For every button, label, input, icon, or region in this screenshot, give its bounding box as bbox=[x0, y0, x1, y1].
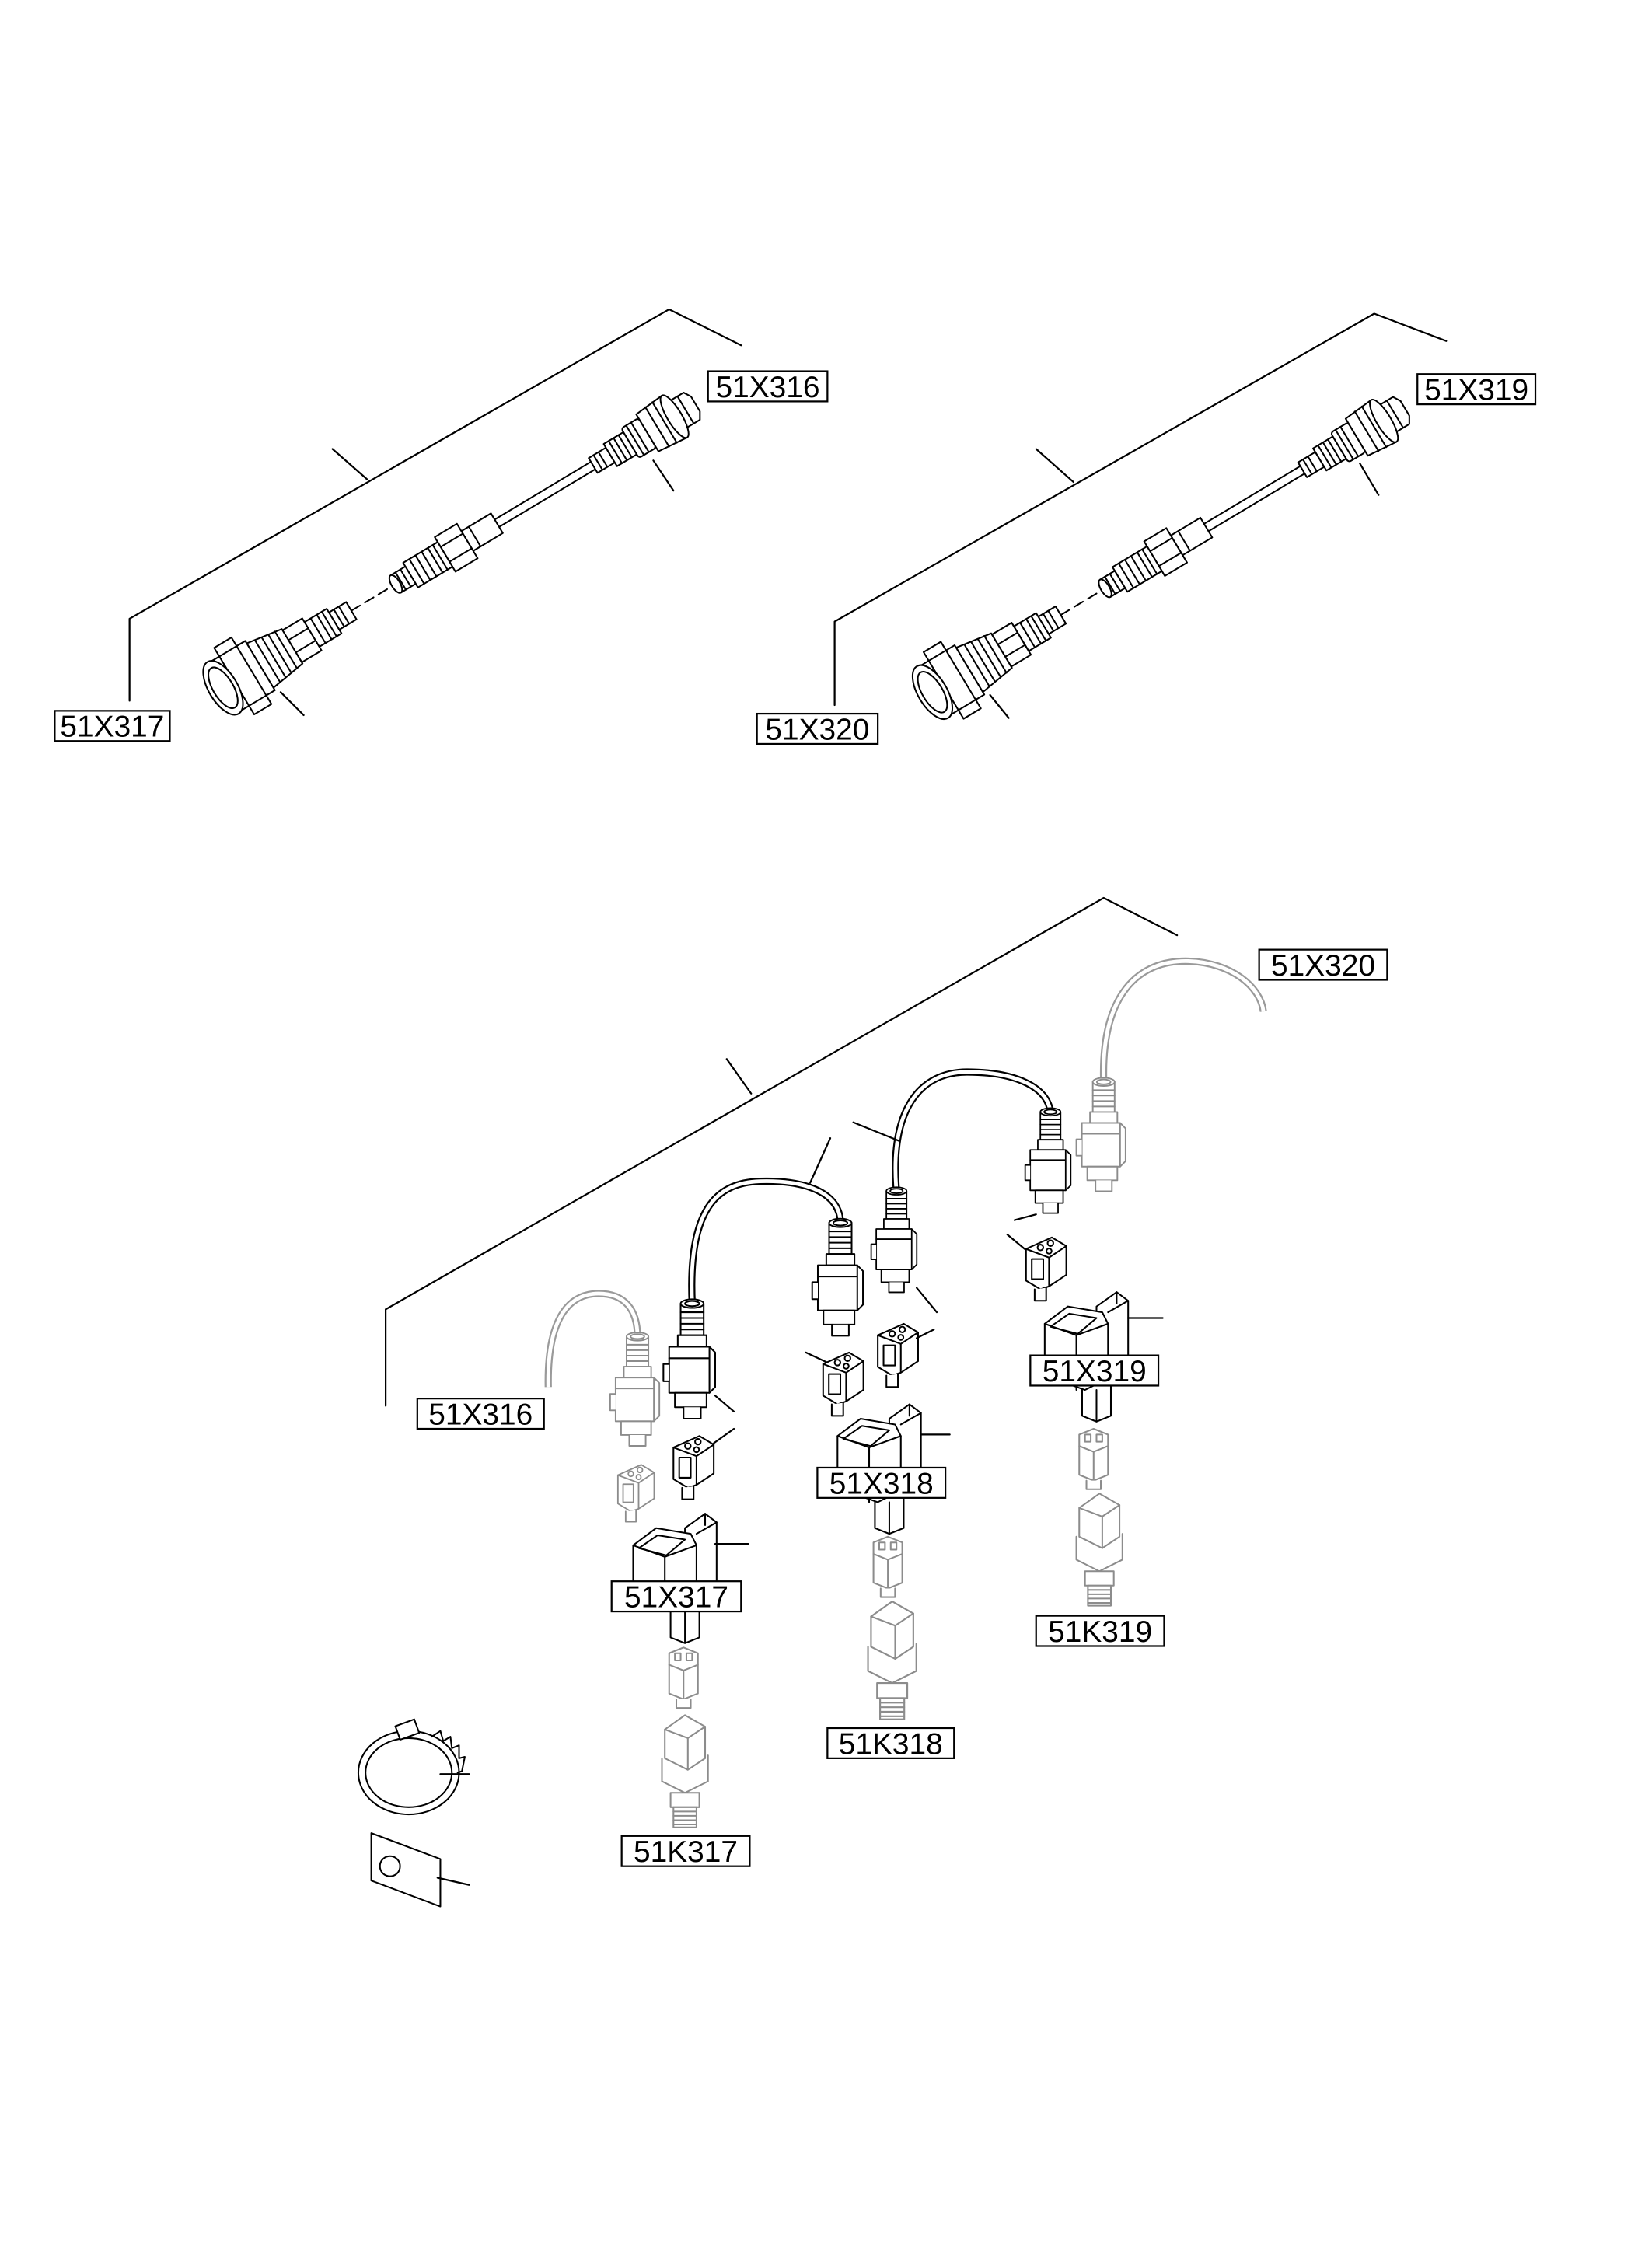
callout-box bbox=[620, 1835, 751, 1867]
callout-text: 51X318 bbox=[829, 1467, 934, 1500]
cable-start-gray bbox=[544, 1290, 641, 1388]
callout-box bbox=[416, 1398, 545, 1430]
sensor-col1 bbox=[661, 1714, 709, 1828]
cable-loop-2 bbox=[892, 1068, 1054, 1192]
cable-loop-1 bbox=[688, 1177, 844, 1304]
callout-text: 51X319 bbox=[1424, 374, 1528, 407]
wedge-lock-gray-left bbox=[616, 1464, 655, 1523]
callout-harness-end: 51X319 bbox=[1416, 373, 1537, 407]
callout-bracket bbox=[833, 312, 1448, 707]
callout-sensor-col1: 51K317 bbox=[620, 1835, 751, 1869]
callout-connector-col3: 51X319 bbox=[1029, 1354, 1160, 1388]
terminal-insert-col3 bbox=[1078, 1427, 1109, 1490]
callout-connector-col1: 51X317 bbox=[610, 1580, 742, 1615]
callout-harness-end: 51X316 bbox=[707, 370, 829, 404]
callout-text: 51K317 bbox=[634, 1835, 738, 1869]
callout-text: 51X320 bbox=[765, 713, 869, 746]
callout-box bbox=[816, 1466, 947, 1499]
adapter-harness bbox=[190, 369, 717, 730]
callout-box bbox=[54, 710, 171, 742]
callout-box bbox=[1029, 1354, 1160, 1387]
callout-text: 51X317 bbox=[60, 711, 164, 744]
leader-line bbox=[279, 691, 305, 717]
terminal-insert-col1 bbox=[668, 1646, 699, 1709]
callout-plug-end: 51X317 bbox=[54, 710, 171, 744]
wedge-lock-col1 bbox=[672, 1435, 715, 1500]
callout-text: 51X316 bbox=[716, 371, 820, 404]
callout-box bbox=[1258, 948, 1388, 981]
wedge-lock-col2-left bbox=[822, 1351, 864, 1417]
cable-plug-col1 bbox=[662, 1298, 716, 1420]
callout-box bbox=[610, 1580, 742, 1613]
bracket-tick bbox=[725, 1058, 753, 1095]
callout-text: 51X317 bbox=[624, 1581, 728, 1615]
callout-connector-col2: 51X318 bbox=[816, 1466, 947, 1500]
leader-line bbox=[1359, 462, 1380, 496]
identification-tag bbox=[370, 1832, 442, 1908]
callout-box bbox=[707, 370, 829, 403]
adapter-harness bbox=[899, 374, 1426, 734]
callout-text: 51X320 bbox=[1271, 949, 1375, 983]
callout-text: 51X316 bbox=[428, 1398, 533, 1431]
callout-bracket bbox=[128, 308, 742, 702]
callout-sensor-col3: 51K319 bbox=[1035, 1615, 1165, 1649]
callout-text: 51X319 bbox=[1043, 1355, 1147, 1388]
connector-housing-col1 bbox=[632, 1513, 718, 1644]
sensor-harness-assembly: 51X320 51X316 51X319 51X318 51X317 51K31… bbox=[357, 896, 1388, 1908]
sensor-col2 bbox=[867, 1601, 917, 1720]
callout-cable-start: 51X316 bbox=[416, 1398, 545, 1431]
callout-text: 51K318 bbox=[839, 1727, 943, 1761]
callout-sensor-col2: 51K318 bbox=[826, 1727, 955, 1761]
wedge-lock-col2-right bbox=[877, 1322, 919, 1388]
callout-box bbox=[1035, 1615, 1165, 1647]
terminal-insert-col2 bbox=[872, 1535, 903, 1598]
callout-box bbox=[826, 1727, 955, 1759]
leader-lines bbox=[436, 1121, 1164, 1886]
cable-end-gray bbox=[1100, 957, 1267, 1083]
callout-cable-end: 51X320 bbox=[1258, 948, 1388, 983]
top-left-assembly: 51X316 51X317 bbox=[54, 308, 829, 744]
callout-box bbox=[1416, 373, 1537, 406]
cable-tie bbox=[357, 1718, 466, 1816]
leader-line bbox=[652, 459, 675, 492]
bracket-tick bbox=[331, 448, 368, 480]
cable-plug-col2-right bbox=[870, 1186, 918, 1294]
cable-plug-col3 bbox=[1024, 1107, 1072, 1214]
callout-text: 51K319 bbox=[1048, 1615, 1152, 1649]
leader-line bbox=[989, 693, 1010, 719]
cable-plug-gray-left bbox=[609, 1332, 661, 1447]
callout-plug-end: 51X320 bbox=[756, 712, 879, 746]
cable-plug-col2-left bbox=[811, 1217, 864, 1337]
cable-plug-gray-right bbox=[1075, 1077, 1126, 1192]
callout-bracket bbox=[384, 896, 1179, 1407]
wedge-lock-col3 bbox=[1025, 1236, 1067, 1302]
sensor-col3 bbox=[1075, 1493, 1123, 1607]
top-right-assembly: 51X319 51X320 bbox=[756, 312, 1537, 746]
bracket-tick bbox=[1035, 448, 1074, 484]
callout-box bbox=[756, 712, 879, 745]
